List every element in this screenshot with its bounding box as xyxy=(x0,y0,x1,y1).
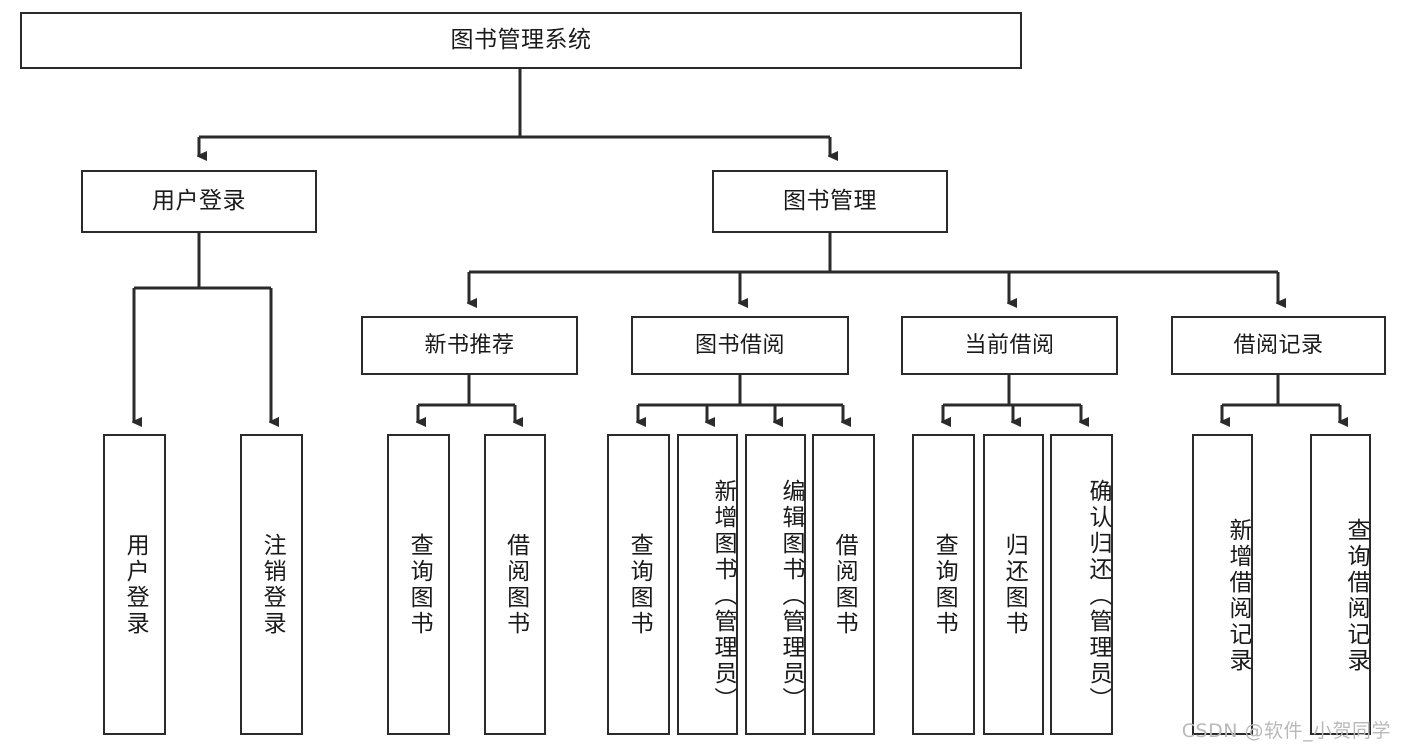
node-label: 确认归还（管理员） xyxy=(1085,478,1111,713)
leaf-user-login-login[interactable]: 用户登录 xyxy=(103,434,166,735)
node-label: 新书推荐 xyxy=(424,332,515,358)
node-label: 查询图书 xyxy=(626,532,653,637)
node-book-management[interactable]: 图书管理 xyxy=(712,170,948,233)
node-label: 查询图书 xyxy=(406,532,433,637)
csdn-watermark: CSDN @软件_小贺同学 xyxy=(1181,720,1391,742)
node-borrow-record[interactable]: 借阅记录 xyxy=(1171,316,1386,375)
leaf-user-login-logout[interactable]: 注销登录 xyxy=(240,434,303,735)
leaf-current-query-book[interactable]: 查询图书 xyxy=(912,434,975,735)
node-user-login[interactable]: 用户登录 xyxy=(81,170,317,233)
leaf-recommend-borrow-book[interactable]: 借阅图书 xyxy=(484,434,546,735)
leaf-borrow-borrow-book[interactable]: 借阅图书 xyxy=(812,434,875,735)
leaf-borrow-query-book[interactable]: 查询图书 xyxy=(607,434,670,735)
node-label: 借阅记录 xyxy=(1233,332,1324,358)
node-label: 借阅图书 xyxy=(831,532,858,637)
node-label: 归还图书 xyxy=(1001,532,1028,637)
node-label: 当前借阅 xyxy=(964,332,1055,358)
node-label: 图书管理 xyxy=(783,187,877,214)
node-label: 用户登录 xyxy=(152,187,246,214)
node-label: 用户登录 xyxy=(122,532,149,637)
node-label: 图书借阅 xyxy=(694,332,785,358)
node-label: 查询借阅记录 xyxy=(1343,517,1369,674)
leaf-current-return-book[interactable]: 归还图书 xyxy=(983,434,1044,735)
leaf-recommend-query-book[interactable]: 查询图书 xyxy=(387,434,450,735)
leaf-borrow-edit-book-admin[interactable]: 编辑图书（管理员） xyxy=(745,434,806,735)
node-label: 注销登录 xyxy=(259,532,286,637)
leaf-record-query-borrow-record[interactable]: 查询借阅记录 xyxy=(1310,434,1371,735)
node-label: 新增借阅记录 xyxy=(1225,517,1251,674)
node-label: 借阅图书 xyxy=(502,532,529,637)
node-book-borrow[interactable]: 图书借阅 xyxy=(631,316,849,375)
node-new-book-recommend[interactable]: 新书推荐 xyxy=(361,316,578,375)
node-label: 查询图书 xyxy=(931,532,958,637)
leaf-current-confirm-return-admin[interactable]: 确认归还（管理员） xyxy=(1050,434,1113,735)
node-label: 新增图书（管理员） xyxy=(710,478,736,713)
node-label: 图书管理系统 xyxy=(450,26,592,53)
node-label: 编辑图书（管理员） xyxy=(778,478,804,713)
node-current-borrow[interactable]: 当前借阅 xyxy=(901,316,1118,375)
node-root-book-management-system[interactable]: 图书管理系统 xyxy=(20,12,1022,69)
leaf-borrow-add-book-admin[interactable]: 新增图书（管理员） xyxy=(677,434,738,735)
leaf-record-add-borrow-record[interactable]: 新增借阅记录 xyxy=(1192,434,1253,735)
